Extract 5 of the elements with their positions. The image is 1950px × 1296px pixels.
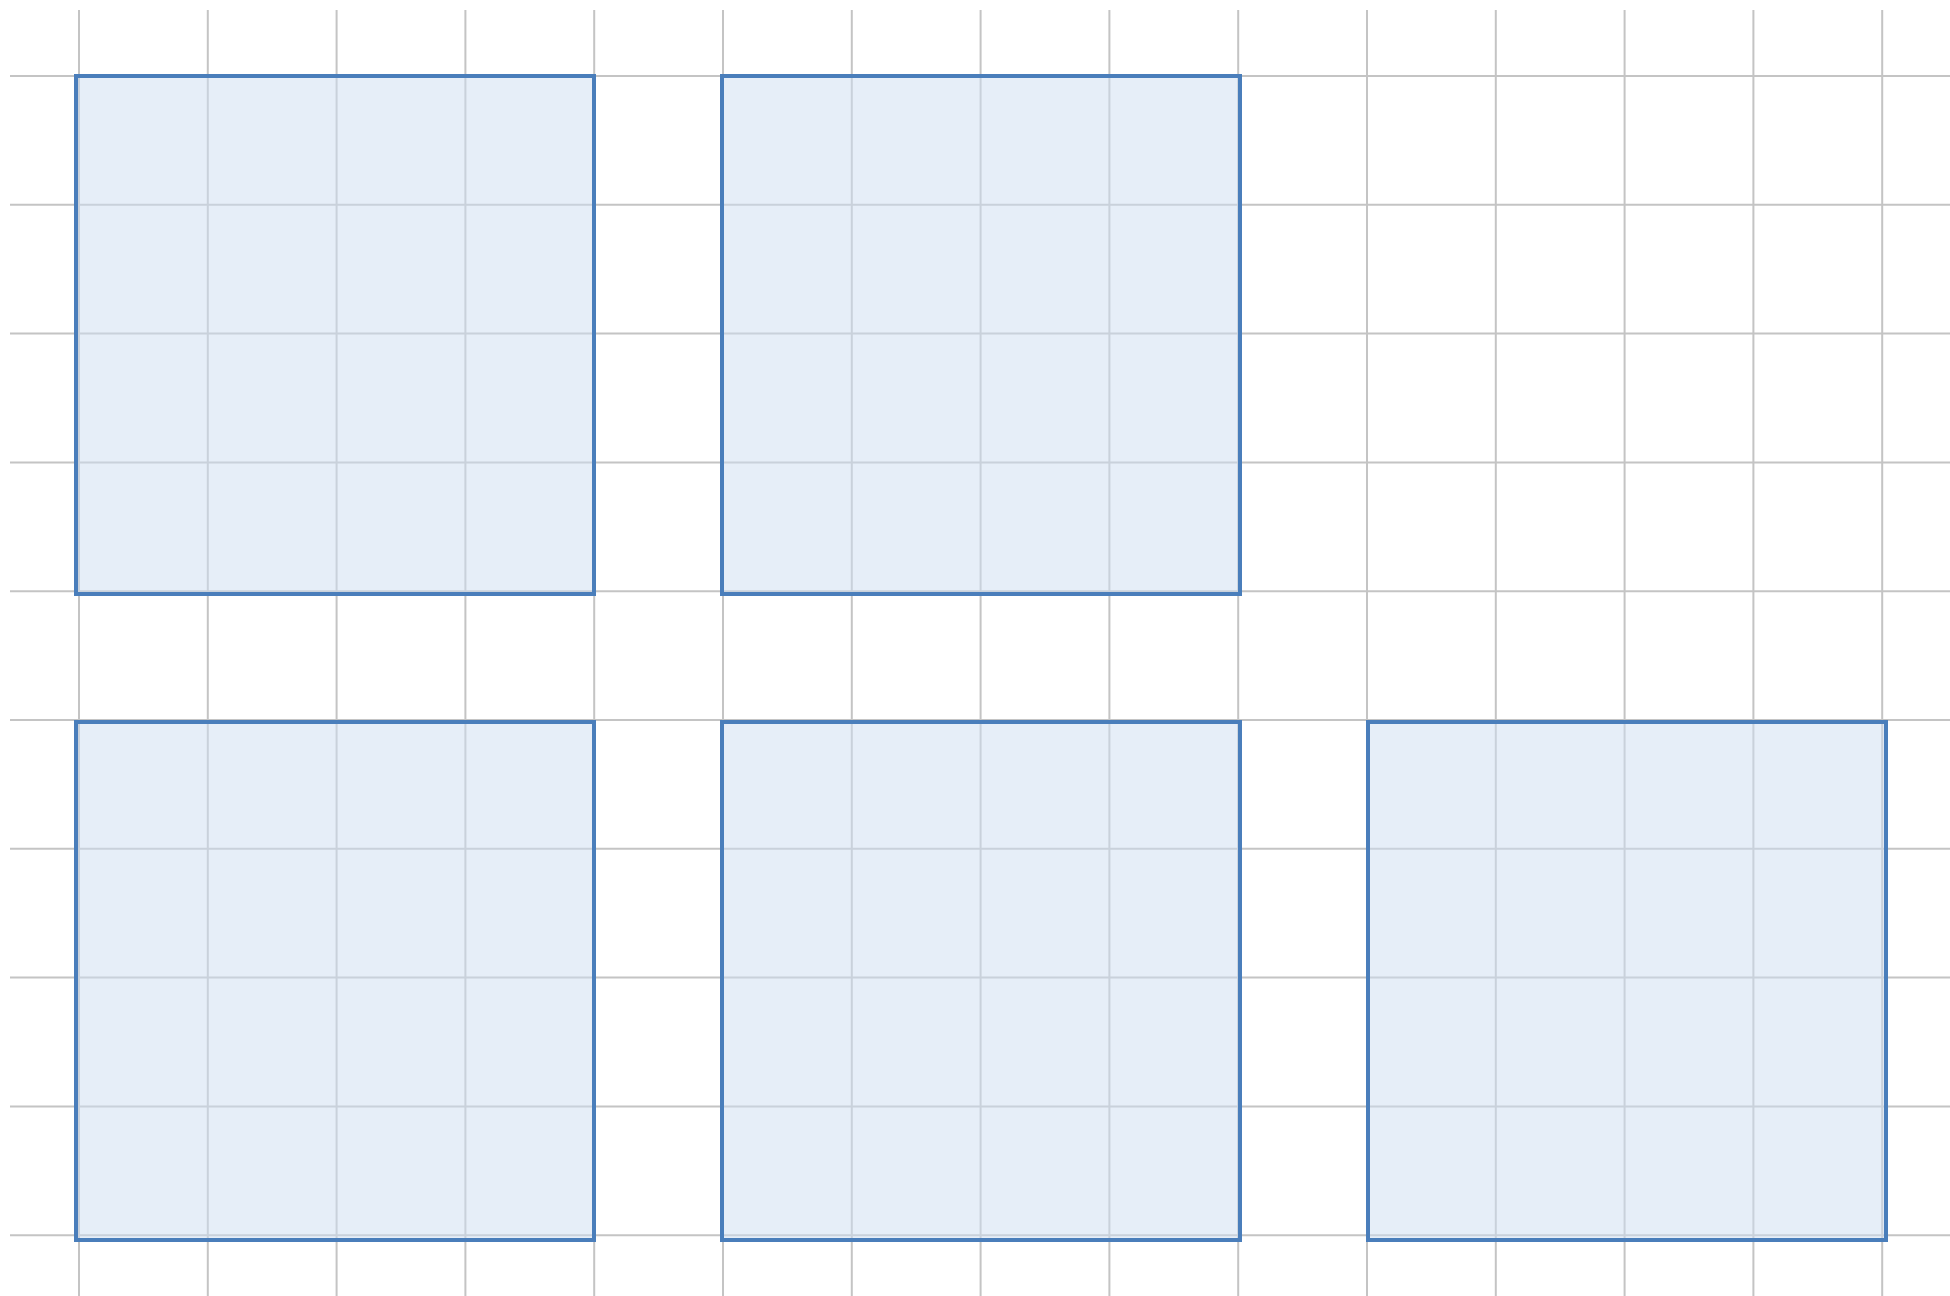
shaded-square xyxy=(720,720,1242,1242)
shaded-square xyxy=(74,74,596,596)
shaded-square xyxy=(720,74,1242,596)
shaded-square xyxy=(1366,720,1888,1242)
shaded-square xyxy=(74,720,596,1242)
